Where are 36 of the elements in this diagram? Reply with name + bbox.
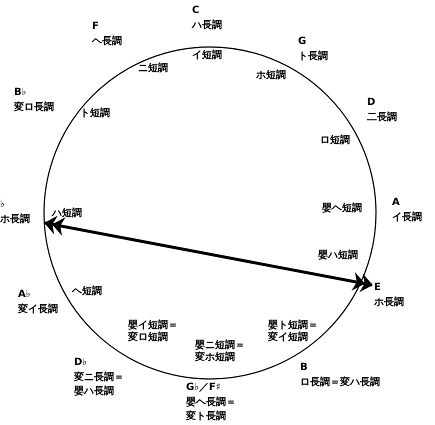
key-letter: A [392,196,400,210]
minor-key-name: イ短調 [192,50,222,62]
minor-key-name: ロ短調 [320,135,350,146]
major-key-name: ヘ長調 [92,34,122,48]
minor-key-name: 嬰ハ短調 [318,250,358,262]
key-letter: B [300,361,308,375]
major-key-name: 嬰ヘ長調＝変ト長調 [186,396,237,424]
key-letter: G♭／F♯ [186,381,221,395]
minor-key-name: 嬰ニ短調＝変ホ短調 [195,340,246,363]
minor-key-name: 嬰ト短調＝変イ短調 [268,320,319,343]
key-letter: C [192,4,200,18]
key-letter: F [92,20,99,34]
major-key-name: ト長調 [298,50,328,64]
major-key-name: 二長調 [367,110,397,124]
major-key-name: 変ロ長調 [14,100,54,114]
key-letter: D♭ [74,356,88,370]
major-key-name: ホ長調 [374,296,404,310]
key-letter: G [298,35,306,49]
minor-key-name: ト短調 [80,108,110,120]
minor-key-name: ホ短調 [256,70,286,82]
minor-key-name: ニ短調 [138,63,168,74]
minor-key-name: ハ短調 [52,208,82,220]
key-letter: A♭ [18,288,30,302]
major-key-name: 変イ長調 [18,302,58,316]
key-letter: ♭ [0,198,5,212]
major-key-name: イ長調 [392,210,422,224]
key-letter: D [367,96,376,110]
key-letter: E [374,281,381,295]
major-key-name: ホ長調 [0,212,30,226]
minor-key-name: 嬰ヘ短調 [322,203,362,214]
major-key-name: ハ長調 [192,18,222,32]
minor-key-name: ヘ短調 [72,286,102,298]
key-letter: B♭ [14,86,26,100]
major-key-name: 変ニ長調＝嬰ハ長調 [74,370,125,399]
major-key-name: ロ長調＝変ハ長調 [300,376,380,390]
minor-key-name: 嬰イ短調＝変ロ短調 [128,320,179,343]
